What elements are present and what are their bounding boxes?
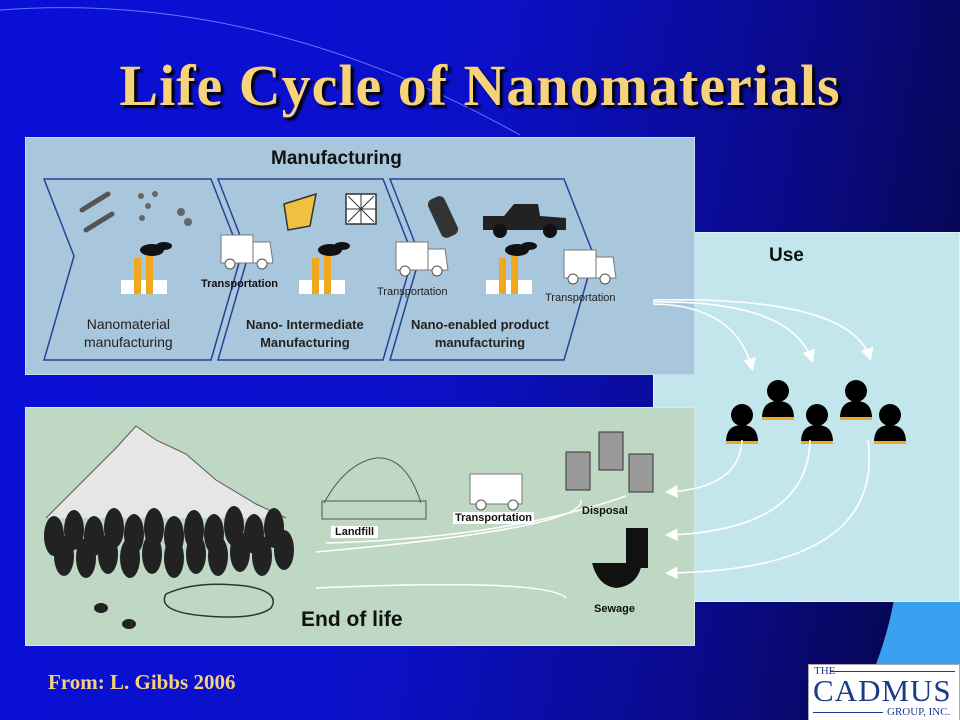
trash-can-icon xyxy=(565,431,654,493)
slide-title: Life Cycle of Nanomaterials xyxy=(119,53,841,118)
factory-icon xyxy=(121,242,172,294)
end-of-life-heading: End of life xyxy=(301,608,403,631)
manufacturing-panel: Manufacturing xyxy=(25,137,695,375)
use-panel: Use xyxy=(653,232,960,602)
rabbit-icon xyxy=(94,603,136,629)
transport-label-1: Transportation xyxy=(201,278,279,290)
people-group-icon xyxy=(726,380,906,444)
credit-text: From: L. Gibbs 2006 xyxy=(48,670,236,694)
sewage-label: Sewage xyxy=(594,603,635,615)
manufacturing-chevrons xyxy=(42,178,617,361)
mountain-icon xyxy=(45,425,287,519)
stage-product: Nano-enabled product manufacturing xyxy=(411,317,549,350)
cadmus-logo: THE CADMUS GROUP, INC. xyxy=(808,664,960,720)
pond-icon xyxy=(163,583,274,618)
end-of-life-illustration xyxy=(44,425,654,629)
landfill-label: Landfill xyxy=(331,526,379,538)
use-heading: Use xyxy=(769,245,804,266)
forest-icon xyxy=(44,506,294,578)
eol-transport-label: Transportation xyxy=(453,512,535,524)
manufacturing-heading: Manufacturing xyxy=(271,148,402,169)
transport-label-3: Transportation xyxy=(545,292,616,304)
stage-intermediate: Nano- Intermediate Manufacturing xyxy=(246,317,364,350)
disposal-label: Disposal xyxy=(582,505,628,517)
transport-label-2: Transportation xyxy=(377,286,448,298)
stage-nanomaterial: Nanomaterial manufacturing xyxy=(84,316,173,350)
end-of-life-panel: Landfill Transportation Disposal Sewage … xyxy=(25,407,695,646)
toilet-icon xyxy=(592,528,648,588)
